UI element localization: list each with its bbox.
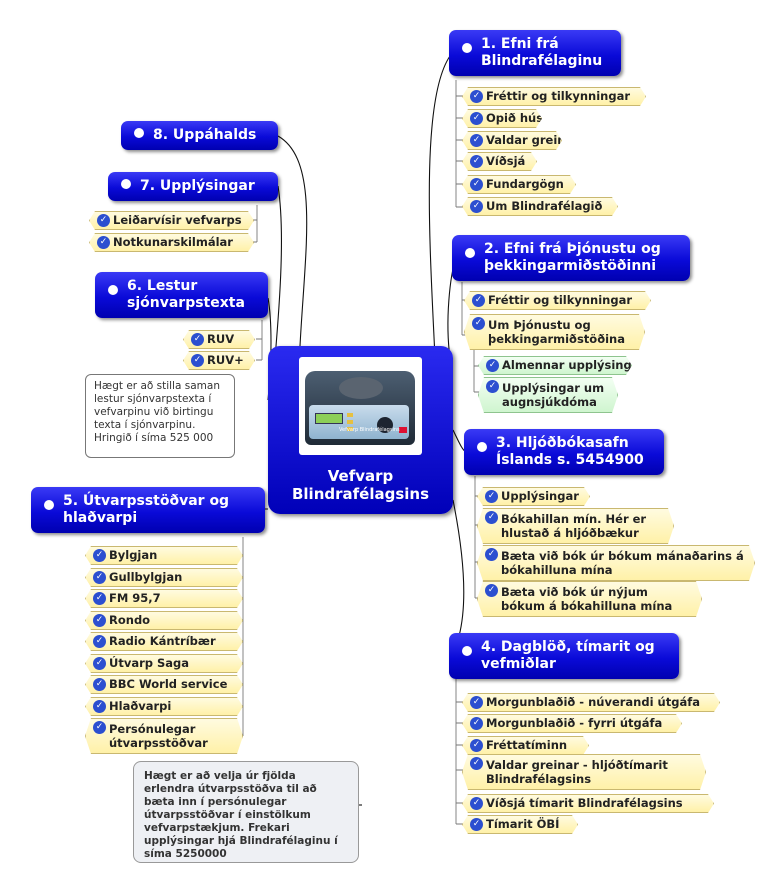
topic-5-item[interactable]: ✓Útvarp Saga	[85, 654, 243, 673]
topic-7-label: 7. Upplýsingar	[140, 178, 255, 194]
central-topic-title: Vefvarp Blindrafélagsins	[291, 467, 430, 503]
topic-4[interactable]: 4. Dagblöð, tímarit og vefmiðlar	[449, 633, 679, 679]
check-icon: ✓	[486, 359, 499, 372]
bullet-icon	[108, 285, 118, 295]
topic-1[interactable]: 1. Efni frá Blindrafélaginu	[449, 30, 621, 76]
topic-1-item[interactable]: ✓Valdar greinar	[462, 131, 562, 150]
topic-6-note: Hægt er að stilla saman lestur sjónvarps…	[85, 374, 235, 458]
topic-2-label: 2. Efni frá Þjónustu og þekkingarmiðstöð…	[484, 241, 661, 274]
check-icon: ✓	[93, 549, 106, 562]
check-icon: ✓	[470, 134, 483, 147]
check-icon: ✓	[485, 548, 498, 561]
topic-4-label: 4. Dagblöð, tímarit og vefmiðlar	[481, 639, 655, 672]
check-icon: ✓	[191, 333, 204, 346]
topic-6-item[interactable]: ✓RUV+	[183, 351, 255, 370]
check-icon: ✓	[485, 584, 498, 597]
topic-1-item[interactable]: ✓Fréttir og tilkynningar	[462, 87, 646, 106]
check-icon: ✓	[470, 178, 483, 191]
check-icon: ✓	[93, 635, 106, 648]
topic-5-item[interactable]: ✓Persónulegar útvarpsstöðvar	[85, 718, 243, 754]
check-icon: ✓	[485, 490, 498, 503]
topic-3-item[interactable]: ✓Upplýsingar	[477, 487, 590, 506]
bullet-icon	[44, 500, 54, 510]
topic-1-label: 1. Efni frá Blindrafélaginu	[481, 36, 603, 69]
topic-6-label: 6. Lestur sjónvarpstexta	[127, 278, 245, 311]
topic-5-item[interactable]: ✓BBC World service	[85, 675, 243, 694]
topic-5-item[interactable]: ✓Radio Kántríbær	[85, 632, 243, 651]
check-icon: ✓	[470, 90, 483, 103]
topic-2-subitem[interactable]: ✓Almennar upplýsingar	[478, 356, 632, 375]
check-icon: ✓	[97, 214, 110, 227]
check-icon: ✓	[93, 571, 106, 584]
check-icon: ✓	[486, 380, 499, 393]
bullet-icon	[121, 179, 131, 189]
topic-8[interactable]: 8. Uppáhalds	[121, 121, 278, 150]
topic-2-subitem[interactable]: ✓Upplýsingar um augnsjúkdóma	[478, 377, 618, 413]
topic-3-item[interactable]: ✓Bæta við bók úr bókum mánaðarins á bóka…	[477, 545, 755, 581]
check-icon: ✓	[93, 592, 106, 605]
check-icon: ✓	[470, 797, 483, 810]
check-icon: ✓	[472, 294, 485, 307]
topic-1-item[interactable]: ✓Um Blindrafélagið	[462, 197, 618, 216]
topic-4-item[interactable]: ✓Fréttatíminn	[462, 736, 589, 755]
topic-3-item[interactable]: ✓Bókahillan mín. Hér er hlustað á hljóðb…	[477, 508, 674, 544]
topic-5-note: Hægt er að velja úr fjölda erlendra útva…	[133, 761, 359, 863]
topic-6-item[interactable]: ✓RUV	[183, 330, 255, 349]
topic-4-item[interactable]: ✓Valdar greinar - hljóðtímarit Blindrafé…	[462, 754, 706, 790]
topic-6[interactable]: 6. Lestur sjónvarpstexta	[95, 272, 268, 318]
topic-5-item[interactable]: ✓FM 95,7	[85, 589, 243, 608]
check-icon: ✓	[470, 200, 483, 213]
check-icon: ✓	[93, 700, 106, 713]
topic-1-item[interactable]: ✓Víðsjá	[462, 152, 537, 171]
topic-5-item[interactable]: ✓Gullbylgjan	[85, 568, 243, 587]
topic-7-item[interactable]: ✓Notkunarskilmálar	[89, 233, 254, 252]
topic-1-item[interactable]: ✓Opið hús	[462, 109, 542, 128]
vefvarp-device-image: Vefvarp Blindrafélagsins	[299, 357, 422, 455]
check-icon: ✓	[93, 678, 106, 691]
topic-3-label: 3. Hljóðbókasafn Íslands s. 5454900	[496, 435, 644, 468]
topic-4-item[interactable]: ✓Morgunblaðið - fyrri útgáfa	[462, 714, 682, 733]
topic-2[interactable]: 2. Efni frá Þjónustu og þekkingarmiðstöð…	[452, 235, 690, 281]
topic-5-item[interactable]: ✓Bylgjan	[85, 546, 243, 565]
topic-3[interactable]: 3. Hljóðbókasafn Íslands s. 5454900	[464, 429, 664, 475]
check-icon: ✓	[93, 721, 106, 734]
central-topic[interactable]: Vefvarp Blindrafélagsins Vefvarp Blindra…	[268, 346, 453, 514]
check-icon: ✓	[470, 818, 483, 831]
check-icon: ✓	[470, 717, 483, 730]
check-icon: ✓	[470, 739, 483, 752]
topic-4-item[interactable]: ✓Morgunblaðið - núverandi útgáfa	[462, 693, 720, 712]
bullet-icon	[462, 43, 472, 53]
topic-8-label: 8. Uppáhalds	[153, 127, 257, 143]
bullet-icon	[462, 646, 472, 656]
check-icon: ✓	[470, 112, 483, 125]
bullet-icon	[134, 128, 144, 138]
topic-3-item[interactable]: ✓Bæta við bók úr nýjum bókum á bókahillu…	[477, 581, 702, 617]
check-icon: ✓	[93, 657, 106, 670]
check-icon: ✓	[470, 696, 483, 709]
topic-5-label: 5. Útvarpsstöðvar og hlaðvarpi	[63, 493, 230, 526]
topic-2-item[interactable]: ✓Fréttir og tilkynningar	[464, 291, 651, 310]
bullet-icon	[465, 248, 475, 258]
topic-2-item[interactable]: ✓Um Þjónustu og þekkingarmiðstöðina	[464, 314, 645, 350]
check-icon: ✓	[97, 236, 110, 249]
check-icon: ✓	[191, 354, 204, 367]
topic-7-item[interactable]: ✓Leiðarvísir vefvarps	[89, 211, 254, 230]
topic-5-item[interactable]: ✓Hlaðvarpi	[85, 697, 243, 716]
topic-7[interactable]: 7. Upplýsingar	[108, 172, 278, 201]
topic-1-item[interactable]: ✓Fundargögn	[462, 175, 576, 194]
bullet-icon	[477, 442, 487, 452]
check-icon: ✓	[472, 317, 485, 330]
check-icon: ✓	[93, 614, 106, 627]
topic-4-item[interactable]: ✓Víðsjá tímarit Blindrafélagsins	[462, 794, 714, 813]
check-icon: ✓	[485, 511, 498, 524]
check-icon: ✓	[470, 155, 483, 168]
check-icon: ✓	[470, 757, 483, 770]
topic-5-item[interactable]: ✓Rondo	[85, 611, 243, 630]
topic-4-item[interactable]: ✓Tímarit ÖBÍ	[462, 815, 578, 834]
topic-5[interactable]: 5. Útvarpsstöðvar og hlaðvarpi	[31, 487, 265, 533]
